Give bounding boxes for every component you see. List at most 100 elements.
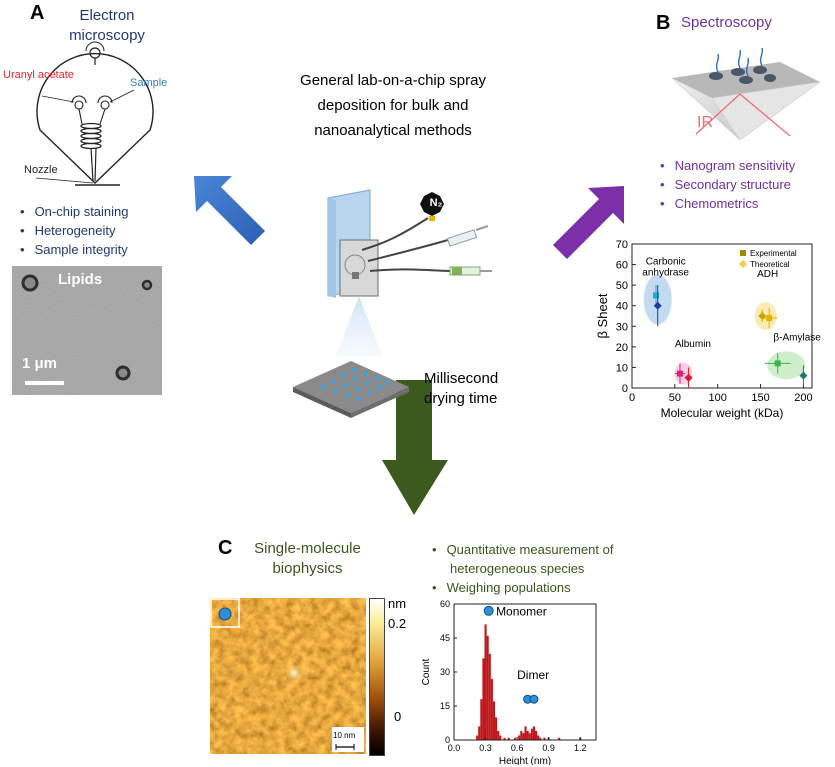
theoretical-point [684, 373, 693, 382]
histogram-bar [486, 635, 489, 740]
panel-b-bullet: Chemometrics [660, 194, 795, 213]
legend-theoretical-label: Theoretical [750, 260, 790, 269]
colorbar-unit: nm [388, 596, 407, 611]
histogram-bar [537, 735, 540, 740]
monomer-label: Monomer [496, 604, 547, 618]
lipids-tem-image: Lipids 1 μm [12, 266, 162, 395]
histogram-bar [507, 737, 510, 740]
panel-a-bullet: Heterogeneity [20, 221, 129, 240]
colorbar-tick-min: 0 [394, 709, 402, 724]
panel-a-bullet: Sample integrity [20, 240, 129, 259]
group-label: Carbonic [646, 257, 686, 268]
y-tick-label: 50 [616, 280, 628, 292]
y-tick-label: 60 [616, 260, 628, 272]
y-axis-label: β Sheet [595, 293, 610, 338]
panel-b-bullets: Nanogram sensitivity Secondary structure… [660, 156, 796, 213]
histogram-bar [478, 726, 481, 740]
x-tick-label: 100 [709, 392, 727, 404]
histogram-bar [532, 726, 535, 740]
dimer-icon [529, 694, 539, 704]
histogram-bar [492, 701, 496, 740]
histogram-bar [513, 737, 517, 740]
legend-theoretical-marker [739, 260, 747, 268]
legend-experimental-label: Experimental [750, 249, 797, 258]
x-tick-label: 150 [751, 392, 769, 404]
histogram-bar [534, 730, 538, 740]
histogram-bar [488, 653, 491, 740]
x-tick-label: 0.0 [448, 743, 461, 753]
y-tick-label: 30 [440, 667, 450, 677]
histogram-bar [539, 737, 542, 740]
plot-frame [631, 243, 813, 389]
dimer-label: Dimer [517, 668, 549, 682]
x-tick-label: 0.6 [511, 743, 524, 753]
x-axis-label: Molecular weight (kDa) [661, 406, 784, 420]
y-tick-label: 45 [440, 633, 450, 643]
panel-c-bullet: Weighing populations [432, 578, 652, 597]
y-tick-label: 20 [616, 342, 628, 354]
panel-c-bullet: Quantitative measurement of heterogeneou… [432, 540, 652, 578]
panel-b-bullet: Secondary structure [660, 175, 795, 194]
y-axis-label: Count [421, 658, 432, 685]
group-label: Albumin [675, 339, 711, 350]
experimental-point [774, 360, 781, 367]
histogram-bar [480, 699, 483, 740]
experimental-point [653, 292, 659, 299]
histogram-bar [503, 737, 506, 740]
lipids-label: Lipids [58, 271, 103, 288]
panel-a-title: Electron microscopy [69, 7, 145, 44]
x-tick-label: 0.9 [542, 743, 555, 753]
panel-b-title: Spectroscopy [681, 14, 772, 31]
n2-label: N₂ [429, 197, 443, 209]
group-label: β-Amylase [773, 333, 821, 344]
x-axis-label: Height (nm) [499, 756, 551, 765]
histogram-bar [543, 737, 546, 740]
spray-chip-device [327, 189, 492, 356]
y-tick-label: 15 [440, 701, 450, 711]
x-tick-label: 50 [669, 392, 681, 404]
y-tick-label: 0 [445, 735, 450, 745]
monomer-icon [483, 605, 494, 616]
histogram-bar [522, 733, 525, 740]
arrow-to-panel-b [553, 186, 624, 259]
experimental-point [766, 315, 773, 322]
afm-scale-label: 10 nm [333, 731, 356, 740]
theoretical-point [799, 371, 808, 380]
lipids-scale-label: 1 μm [22, 355, 58, 372]
experimental-point [677, 370, 683, 377]
y-tick-label: 30 [616, 321, 628, 333]
histogram-bar [476, 735, 479, 740]
cluster-halo [767, 351, 806, 380]
histogram-bar [497, 730, 500, 740]
drying-time-label: Millisecond drying time [424, 370, 499, 407]
x-tick-label: 0.3 [479, 743, 492, 753]
histogram-bar [520, 730, 523, 740]
histogram-bar [530, 728, 533, 740]
nozzle-label: Nozzle [24, 164, 58, 176]
y-tick-label: 0 [622, 383, 628, 395]
y-tick-label: 10 [616, 362, 628, 374]
uranyl-acetate-label: Uranyl acetate [3, 69, 74, 81]
histogram-bar [495, 717, 498, 740]
panel-b-bullet: Nanogram sensitivity [660, 156, 796, 175]
x-tick-label: 1.2 [574, 743, 587, 753]
panel-a-letter: A [30, 2, 45, 24]
panel-a-bullet: On-chip staining [20, 202, 129, 221]
histogram-bar [499, 735, 502, 740]
afm-colorbar [369, 598, 385, 756]
histogram-bar [490, 678, 493, 740]
theoretical-point [758, 312, 767, 320]
legend-experimental-marker [740, 250, 746, 256]
arrow-to-panel-c [382, 380, 448, 515]
y-tick-label: 70 [616, 239, 628, 251]
theoretical-point [653, 301, 662, 310]
histogram-bar [526, 730, 529, 740]
panel-b-letter: B [656, 12, 671, 34]
histogram-bar [484, 624, 487, 740]
histogram-bar [518, 735, 521, 740]
histogram-bar [482, 658, 485, 740]
colorbar-tick-max: 0.2 [388, 616, 407, 631]
sample-label: Sample [130, 77, 168, 89]
